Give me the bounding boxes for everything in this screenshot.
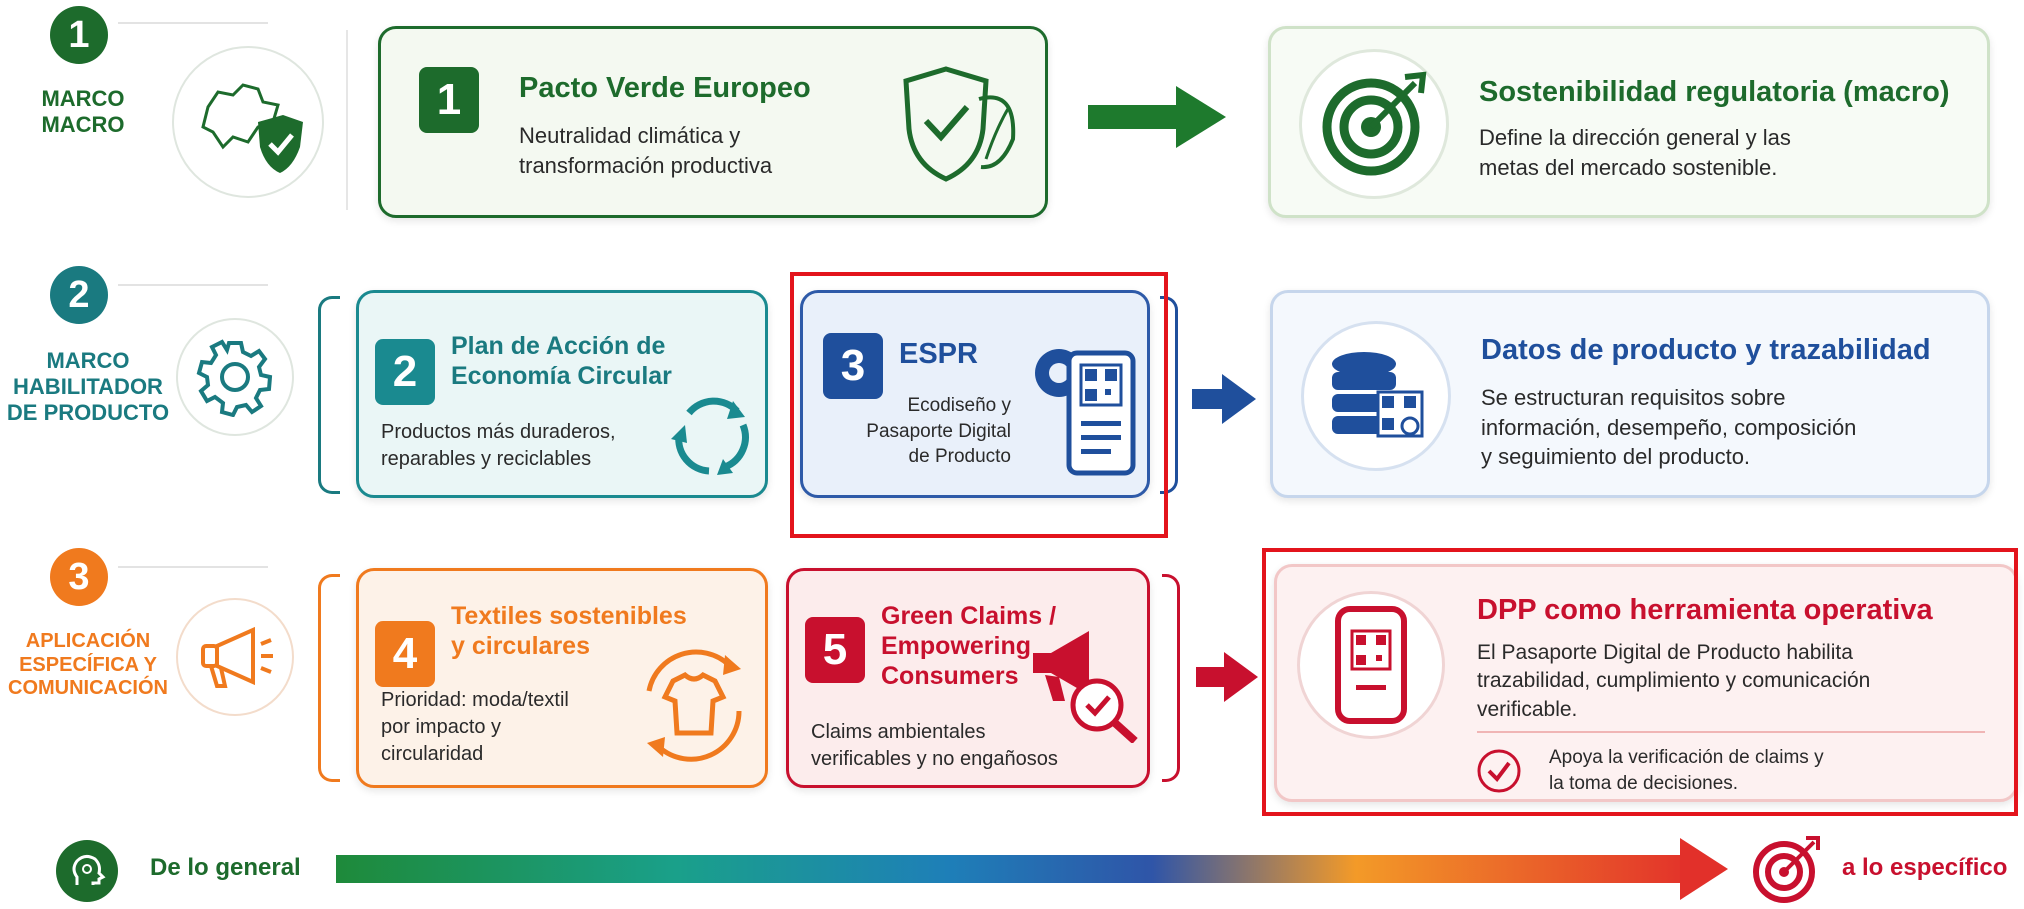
row-2-left-bracket [318, 296, 340, 494]
phone-qr-icon-circle [1297, 591, 1445, 739]
green-claims-card: 5 Green Claims / Empowering Consumers Cl… [786, 568, 1150, 788]
megaphone-magnifier-icon [1033, 631, 1138, 743]
head-profile-icon [72, 854, 106, 885]
pacto-verde-card: 1 Pacto Verde Europeo Neutralidad climát… [378, 26, 1048, 218]
sostenibilidad-card: Sostenibilidad regulatoria (macro) Defin… [1268, 26, 1990, 218]
espr-card-number: 3 [823, 333, 883, 399]
tshirt-recycle-icon [646, 649, 742, 762]
megaphone-icon [201, 626, 273, 688]
row-3-divider [118, 566, 268, 568]
europe-shield-circle [172, 46, 324, 198]
pacto-card-text: Neutralidad climática y transformación p… [519, 123, 773, 178]
dpp-highlight-box [1262, 548, 2018, 816]
gradient-arrow-head-icon [1680, 838, 1728, 900]
target-icon [1322, 71, 1427, 176]
dpp-note: Apoya la verificación de claims y la tom… [1549, 747, 1824, 794]
textiles-card-text: Prioridad: moda/textil por impacto y cir… [381, 689, 569, 765]
check-circle-icon [1477, 749, 1521, 793]
footer-right-label: a lo específico [1842, 854, 2008, 881]
plan-card-text: Productos más duraderos, reparables y re… [381, 421, 616, 470]
green-claims-card-number: 5 [805, 617, 865, 683]
textiles-card-number: 4 [375, 621, 435, 687]
espr-card: 3 ESPR Ecodiseño y Pasaporte Digital de … [800, 290, 1150, 498]
pacto-card-number: 1 [419, 67, 479, 133]
dpp-title: DPP como herramienta operativa [1477, 594, 1933, 626]
datos-text: Se estructuran requisitos sobre informac… [1481, 385, 1857, 470]
sostenibilidad-title: Sostenibilidad regulatoria (macro) [1479, 76, 1950, 108]
database-icon-circle [1301, 321, 1451, 471]
green-claims-card-title: Green Claims / Empowering Consumers [881, 602, 1057, 690]
gear-icon [196, 339, 273, 417]
espr-card-title: ESPR [899, 338, 978, 370]
shield-leaf-icon [903, 66, 1016, 182]
megaphone-circle [176, 598, 294, 716]
espr-highlight-box [790, 272, 1168, 538]
row-3-number: 3 [50, 548, 108, 606]
plan-accion-card: 2 Plan de Acción de Economía Circular Pr… [356, 290, 768, 498]
espr-card-text: Ecodiseño y Pasaporte Digital de Product… [866, 395, 1011, 468]
row-2-divider [118, 284, 268, 286]
row-3-right-bracket [1162, 574, 1180, 782]
pacto-card-title: Pacto Verde Europeo [519, 72, 811, 104]
europe-map-shield-icon [201, 83, 303, 173]
row-2-number: 2 [50, 266, 108, 324]
arrow-right-green-icon [1088, 86, 1226, 148]
datos-title: Datos de producto y trazabilidad [1481, 334, 1931, 366]
row-2-right-bracket [1160, 296, 1178, 494]
target-icon-circle [1299, 49, 1449, 199]
row-1-vertical-rule [346, 30, 348, 210]
phone-qr-icon [1335, 606, 1407, 724]
arrow-right-blue-icon [1192, 374, 1256, 424]
dpp-card: DPP como herramienta operativa El Pasapo… [1274, 564, 2018, 802]
footer-left-label: De lo general [150, 854, 301, 881]
database-qr-icon [1332, 352, 1424, 438]
gear-qr-document-icon [1035, 349, 1136, 476]
general-to-specific-gradient-bar [336, 855, 1696, 883]
row-3-left-bracket [318, 574, 340, 782]
green-claims-card-text: Claims ambientales verificables y no eng… [811, 721, 1058, 770]
arrow-right-red-icon [1196, 652, 1258, 702]
datos-trazabilidad-card: Datos de producto y trazabilidad Se estr… [1270, 290, 1990, 498]
plan-card-number: 2 [375, 339, 435, 405]
textiles-card-title: Textiles sostenibles y circulares [451, 602, 687, 660]
sostenibilidad-text: Define la dirección general y las metas … [1479, 125, 1791, 180]
textiles-card: 4 Textiles sostenibles y circulares Prio… [356, 568, 768, 788]
gear-circle [176, 318, 294, 436]
row-1-divider [118, 22, 268, 24]
dpp-divider [1477, 731, 1985, 733]
target-red-icon [1753, 836, 1820, 903]
plan-card-title: Plan de Acción de Economía Circular [451, 332, 672, 390]
row-1-number: 1 [50, 6, 108, 64]
head-icon-circle [56, 840, 118, 902]
circular-arrows-icon [671, 397, 749, 475]
dpp-text: El Pasaporte Digital de Producto habilit… [1477, 641, 1871, 721]
row-2-label: MARCO HABILITADOR DE PRODUCTO [6, 348, 170, 425]
row-3-label: APLICACIÓN ESPECÍFICA Y COMUNICACIÓN [8, 630, 168, 700]
row-1-label: MARCO MACRO [41, 86, 125, 137]
